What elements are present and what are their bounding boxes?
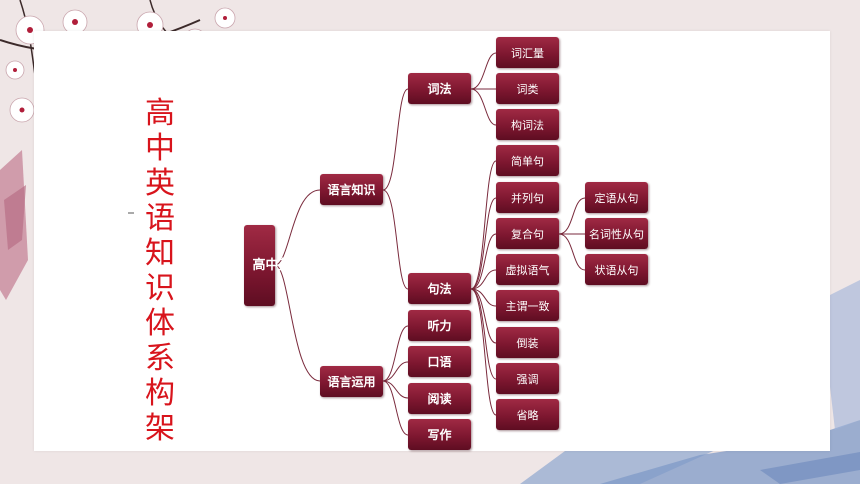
node-complex-item: 状语从句 [585,254,648,285]
node-syntax-item: 主谓一致 [496,290,559,321]
node-language-knowledge: 语言知识 [320,174,383,205]
connector-knowledge [382,88,409,191]
node-lexis-item: 构词法 [496,109,559,140]
node-complex-item: 定语从句 [585,182,648,213]
node-complex-item: 名词性从句 [585,218,648,249]
node-syntax: 句法 [408,273,471,304]
node-lexis: 词法 [408,73,471,104]
node-syntax-item: 省略 [496,399,559,430]
node-usage-item: 写作 [408,419,471,450]
node-syntax-item: 并列句 [496,182,559,213]
connector-usage [382,325,409,382]
node-usage-item: 口语 [408,346,471,377]
node-lexis-item: 词汇量 [496,37,559,68]
connector-syntax [470,160,497,290]
node-root: 高中英语 [244,225,305,306]
node-syntax-item: 强调 [496,363,559,394]
node-syntax-item: 倒装 [496,327,559,358]
node-root-label: 高中英语 [253,257,305,274]
node-syntax-item: 复合句 [496,218,559,249]
node-usage-item: 听力 [408,310,471,341]
node-lexis-item: 词类 [496,73,559,104]
connector-complex [558,197,586,235]
node-usage-item: 阅读 [408,383,471,414]
connector-lexis [470,52,497,90]
node-syntax-item: 虚拟语气 [496,254,559,285]
node-syntax-item: 简单句 [496,145,559,176]
page-title: 高中英语知识体系构架 [145,96,175,446]
node-language-usage: 语言运用 [320,366,383,397]
connector-root [274,189,321,266]
